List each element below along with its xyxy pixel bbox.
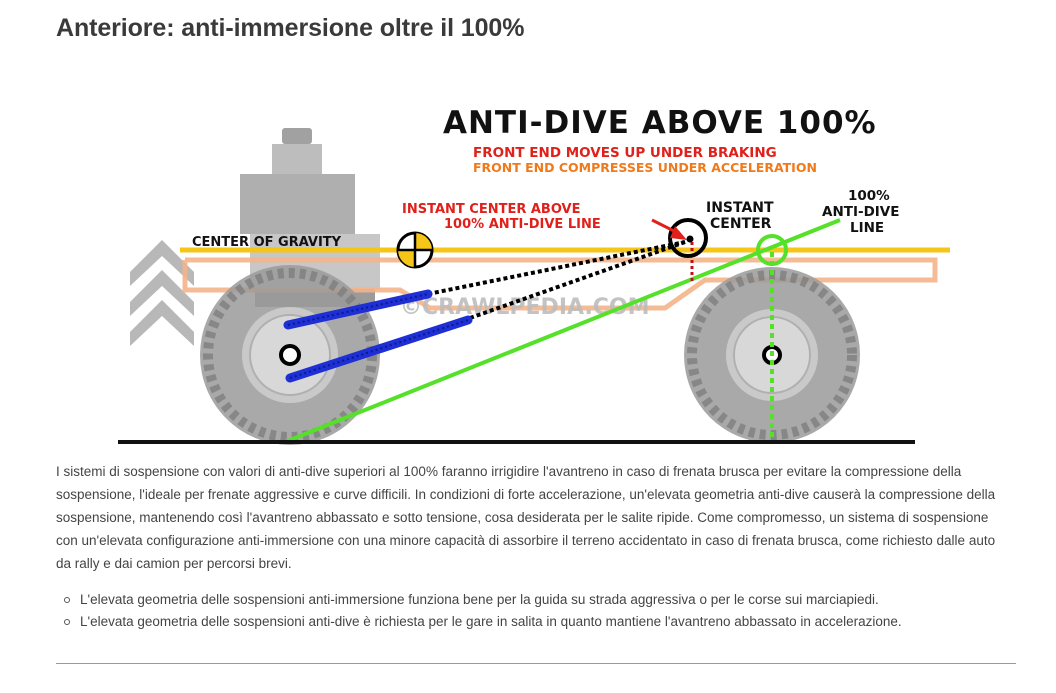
anti-dive-100-line [284,218,841,444]
bullet-list: L'elevata geometria delle sospensioni an… [56,589,1016,633]
diagram-subheading-acceleration: FRONT END COMPRESSES UNDER ACCELERATION [473,160,817,175]
label-ic-above-line1: INSTANT CENTER ABOVE [402,202,580,217]
lower-link-texture [289,319,469,379]
label-antidive-line1: 100% [848,188,890,204]
bullet-circle-icon [64,619,70,625]
list-item: L'elevata geometria delle sospensioni an… [56,589,1016,611]
label-antidive-line2: ANTI-DIVE [822,204,899,220]
label-instant-center-line1: INSTANT [706,200,774,216]
front-wheel [200,265,380,445]
label-center-of-gravity: CENTER OF GRAVITY [192,235,342,250]
diagram-heading: ANTI-DIVE ABOVE 100% [443,105,877,141]
label-instant-center-line2: CENTER [710,216,772,232]
instant-center-dot [686,235,694,243]
upper-link-projection [427,240,686,296]
lower-link-projection [469,240,686,320]
diagram-subheading-braking: FRONT END MOVES UP UNDER BRAKING [473,145,777,161]
anti-dive-diagram: ©CRAWLPEDIA.COM [110,80,970,455]
label-antidive-line3: LINE [850,220,884,236]
body-paragraph: I sistemi di sospensione con valori di a… [56,464,996,571]
list-item-text: L'elevata geometria delle sospensioni an… [80,592,879,607]
section-divider [56,663,1016,664]
bullet-circle-icon [64,597,70,603]
anti-dive-intersection-marker [756,234,788,266]
center-of-gravity-icon [396,231,434,269]
page-title: Anteriore: anti-immersione oltre il 100% [56,14,525,42]
up-chevrons-icon [130,240,194,346]
list-item-text: L'elevata geometria delle sospensioni an… [80,614,902,629]
label-ic-above-line2: 100% ANTI-DIVE LINE [444,217,601,232]
red-arrow-icon [651,218,687,240]
list-item: L'elevata geometria delle sospensioni an… [56,611,1016,633]
upper-link-texture [287,293,429,326]
